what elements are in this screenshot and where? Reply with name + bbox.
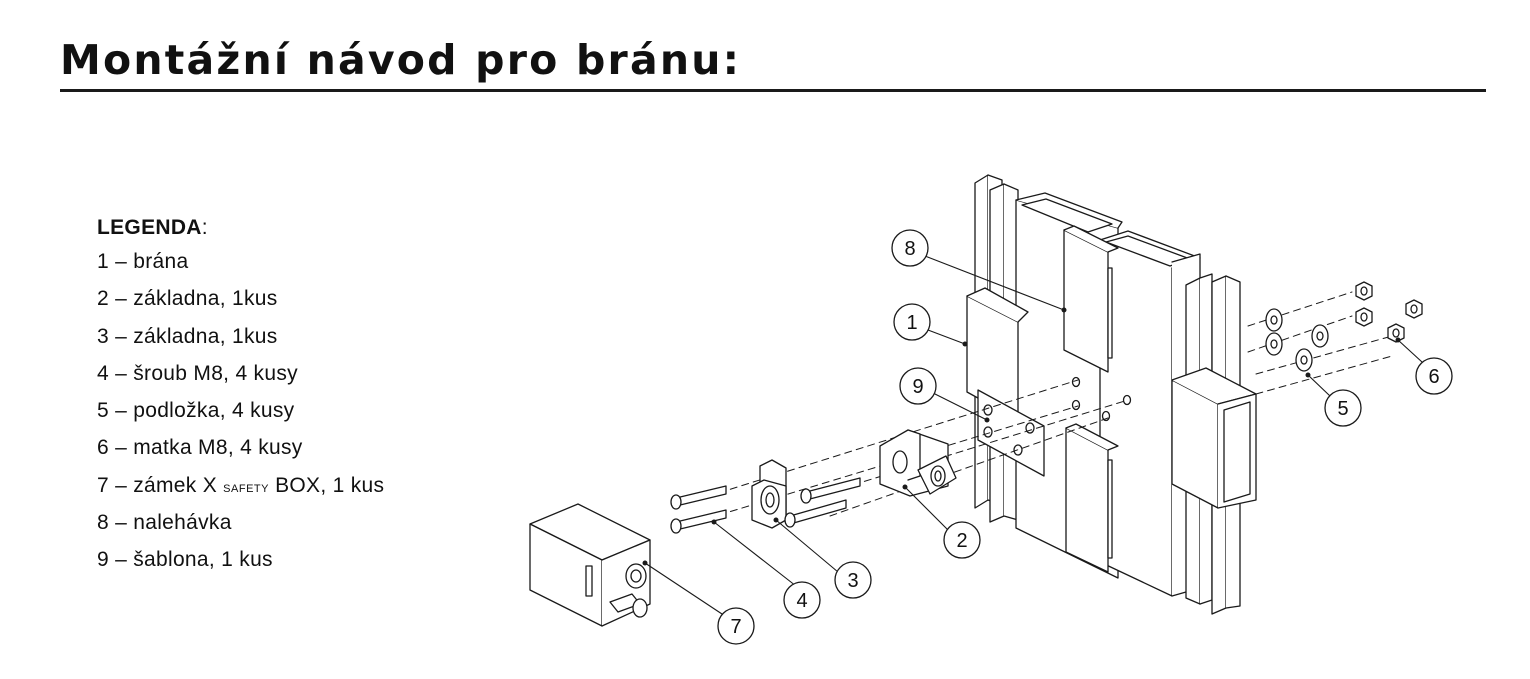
- legend: LEGENDA: 1 – brána 2 – základna, 1kus 3 …: [97, 216, 384, 582]
- legend-item: 1 – brána: [97, 250, 189, 273]
- callout-8: 8: [891, 229, 929, 267]
- legend-item: 8 – nalehávka: [97, 511, 232, 535]
- gate-crossbar-left: [966, 287, 1029, 421]
- callout-1: 1: [893, 303, 931, 341]
- legend-item: 5 – podložka, 4 kusy: [97, 399, 295, 423]
- legend-item: 6 – matka M8, 4 kusy: [97, 436, 303, 460]
- leader-lines: [644, 255, 1423, 615]
- lock-box: [529, 503, 651, 627]
- title-underline: [60, 89, 1486, 92]
- tube-holes: [1071, 376, 1132, 422]
- callout-7-label: 7: [730, 616, 741, 638]
- strike-plate-upper: [1063, 225, 1119, 373]
- callout-2: 2: [943, 521, 981, 559]
- bolts: [670, 477, 861, 534]
- legend-item: 9 – šablona, 1 kus: [97, 548, 273, 572]
- callout-1-label: 1: [906, 312, 917, 334]
- callout-2-label: 2: [956, 530, 967, 552]
- base-bracket-3: [751, 459, 787, 529]
- washers: [1265, 308, 1329, 372]
- callout-4: 4: [783, 581, 821, 619]
- template-plate: [977, 389, 1045, 477]
- base-bracket-2: [879, 429, 957, 497]
- callout-7: 7: [717, 607, 755, 645]
- callout-3: 3: [834, 561, 872, 599]
- legend-item: 4 – šroub M8, 4 kusy: [97, 361, 298, 385]
- legend-list: 1 – brána 2 – základna, 1kus 3 – základn…: [97, 246, 384, 582]
- gate-crossbar-right: [1171, 367, 1257, 509]
- callout-8-label: 8: [904, 238, 915, 260]
- callout-9: 9: [899, 367, 937, 405]
- legend-item: 3 – základna, 1kus: [97, 324, 278, 348]
- callout-6: 6: [1415, 357, 1453, 395]
- nuts: [1355, 281, 1423, 343]
- callout-4-label: 4: [796, 590, 807, 612]
- callout-9-label: 9: [912, 376, 923, 398]
- callout-3-label: 3: [847, 570, 858, 592]
- leader-dots: [642, 307, 1401, 566]
- callout-5-label: 5: [1337, 398, 1348, 420]
- strike-plate-lower: [1065, 423, 1119, 573]
- page-title: Montážní návod pro bránu:: [60, 36, 742, 84]
- legend-item: 2 – základna, 1kus: [97, 287, 278, 311]
- callout-5: 5: [1324, 389, 1362, 427]
- callout-6-label: 6: [1428, 366, 1439, 388]
- legend-heading: LEGENDA:: [97, 216, 208, 239]
- legend-item: 7 – zámek X SAFETY BOX, 1 kus: [97, 473, 385, 497]
